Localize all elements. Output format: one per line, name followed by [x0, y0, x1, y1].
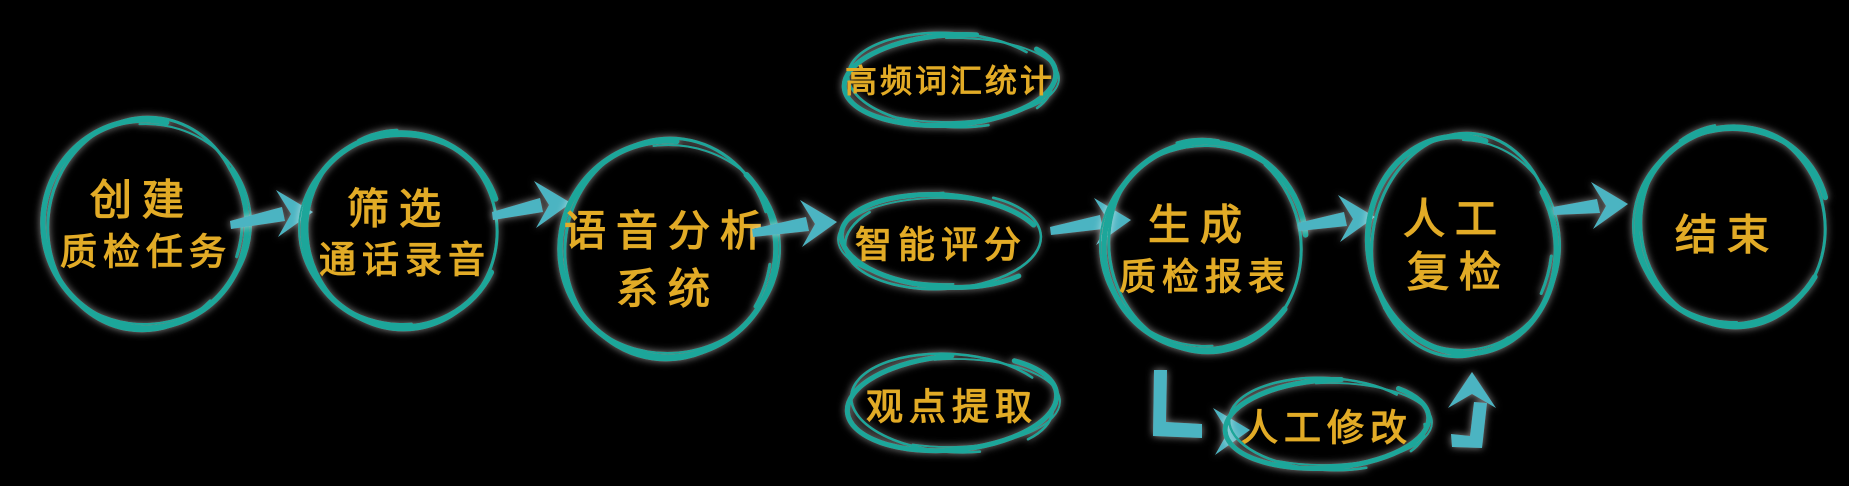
node-manual-recheck: 人工 复检	[1362, 131, 1562, 359]
node-end-ring	[1632, 122, 1834, 330]
node-end: 结束	[1632, 122, 1834, 330]
node-opinion-extraction-label: 观点提取	[866, 386, 1038, 429]
node-speech-analysis-line2: 系统	[616, 265, 720, 314]
node-opinion-extraction: 观点提取	[843, 352, 1061, 454]
node-manual-recheck-line1: 人工	[1403, 195, 1507, 244]
node-manual-modify: 人工修改	[1221, 376, 1433, 472]
node-manual-modify-label: 人工修改	[1241, 407, 1413, 450]
arrow-analysis-to-scoring	[752, 200, 837, 247]
arrow-report-to-recheck	[1298, 195, 1375, 242]
node-high-freq-stats-label: 高频词汇统计	[845, 62, 1055, 100]
node-generate-report-line1: 生成	[1148, 201, 1252, 250]
arrow-create-to-filter	[230, 190, 313, 237]
node-speech-analysis-line1: 语音分析	[564, 207, 772, 256]
node-manual-recheck-ring	[1362, 131, 1562, 359]
node-high-freq-stats: 高频词汇统计	[840, 31, 1060, 129]
node-smart-scoring: 智能评分	[837, 191, 1049, 291]
node-create-task: 创建 质检任务	[38, 115, 252, 333]
node-opinion-extraction-ring	[843, 352, 1061, 454]
node-smart-scoring-label: 智能评分	[855, 224, 1027, 267]
node-manual-recheck-line2: 复检	[1407, 248, 1511, 297]
node-create-task-ring	[38, 115, 252, 333]
arrow-modify-to-recheck	[1448, 372, 1496, 448]
node-create-task-line2: 质检任务	[60, 231, 232, 274]
arrow-filter-to-analysis	[492, 181, 571, 228]
node-smart-scoring-ring	[837, 191, 1049, 291]
node-filter-recordings-line2: 通话录音	[319, 239, 491, 282]
arrow-scoring-to-report	[1050, 198, 1131, 245]
arrow-recheck-to-end	[1553, 182, 1628, 229]
node-high-freq-stats-ring	[840, 31, 1060, 129]
node-generate-report-line2: 质检报表	[1119, 256, 1291, 299]
node-generate-report: 生成 质检报表	[1099, 137, 1311, 355]
node-filter-recordings: 筛选 通话录音	[298, 128, 506, 332]
node-end-label: 结束	[1675, 211, 1779, 260]
node-filter-recordings-line1: 筛选	[347, 185, 451, 234]
node-manual-modify-ring	[1221, 376, 1433, 472]
node-generate-report-ring	[1099, 137, 1311, 355]
node-speech-analysis: 语音分析 系统	[555, 136, 781, 362]
node-create-task-line1: 创建	[90, 176, 194, 225]
